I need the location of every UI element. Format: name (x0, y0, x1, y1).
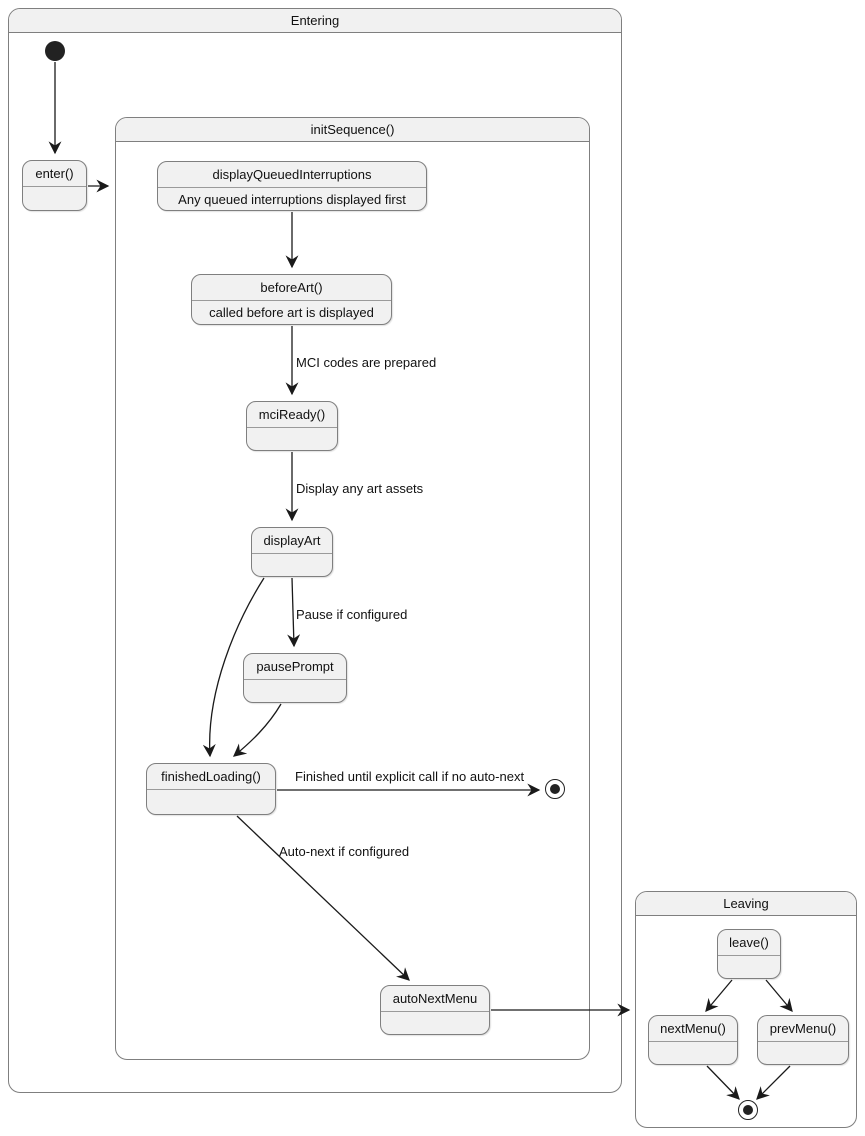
state-display-queued-interruptions-name: displayQueuedInterruptions (158, 162, 426, 188)
state-next-menu-name: nextMenu() (649, 1016, 737, 1042)
final-state-leaving (738, 1100, 758, 1120)
state-finished-loading-name: finishedLoading() (147, 764, 275, 790)
edge-label-display-assets: Display any art assets (296, 481, 424, 496)
state-enter-name: enter() (23, 161, 86, 187)
state-leave-name: leave() (718, 930, 780, 956)
composite-leaving-title: Leaving (636, 892, 856, 916)
state-next-menu: nextMenu() (648, 1015, 738, 1065)
state-leave: leave() (717, 929, 781, 979)
edge-label-mci-codes: MCI codes are prepared (296, 355, 437, 370)
state-display-queued-interruptions-description: Any queued interruptions displayed first (178, 192, 406, 207)
composite-init-sequence: initSequence() (115, 117, 590, 1060)
edge-label-finished: Finished until explicit call if no auto-… (295, 769, 525, 784)
composite-entering-title: Entering (9, 9, 621, 33)
edge-label-pause: Pause if configured (296, 607, 408, 622)
state-before-art-description: called before art is displayed (209, 305, 374, 320)
state-mci-ready-name: mciReady() (247, 402, 337, 428)
state-display-queued-interruptions: displayQueuedInterruptions Any queued in… (157, 161, 427, 211)
final-state-init-sequence (545, 779, 565, 799)
state-prev-menu: prevMenu() (757, 1015, 849, 1065)
state-pause-prompt: pausePrompt (243, 653, 347, 703)
state-auto-next-menu: autoNextMenu (380, 985, 490, 1035)
state-display-art: displayArt (251, 527, 333, 577)
state-display-art-name: displayArt (252, 528, 332, 554)
initial-state (45, 41, 65, 61)
state-enter: enter() (22, 160, 87, 211)
final-state-dot (550, 784, 560, 794)
final-state-dot (743, 1105, 753, 1115)
state-pause-prompt-name: pausePrompt (244, 654, 346, 680)
state-prev-menu-name: prevMenu() (758, 1016, 848, 1042)
composite-leaving: Leaving (635, 891, 857, 1128)
edge-label-auto-next: Auto-next if configured (279, 844, 410, 859)
state-mci-ready: mciReady() (246, 401, 338, 451)
state-before-art: beforeArt() called before art is display… (191, 274, 392, 325)
composite-init-sequence-title: initSequence() (116, 118, 589, 142)
state-finished-loading: finishedLoading() (146, 763, 276, 815)
state-auto-next-menu-name: autoNextMenu (381, 986, 489, 1012)
state-before-art-name: beforeArt() (192, 275, 391, 301)
